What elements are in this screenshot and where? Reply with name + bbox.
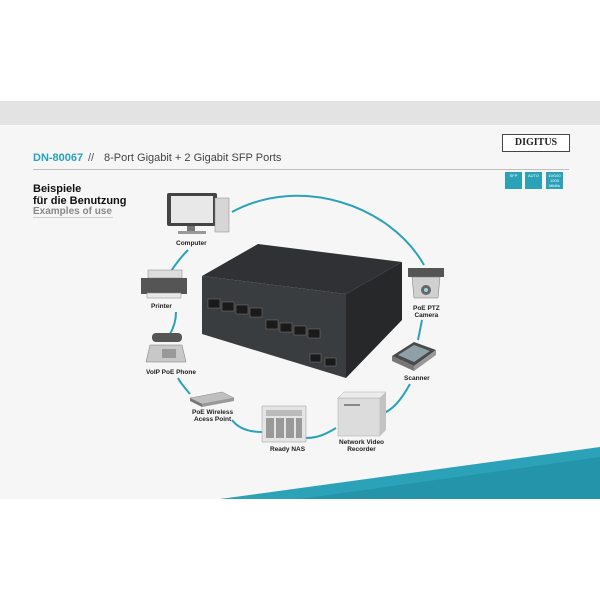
usage-rule: [33, 217, 113, 218]
speed-badge: 10/100 1000 Mbit/s: [546, 172, 563, 189]
label-nvr-line1: Network Video: [339, 439, 385, 446]
label-wireless-ap: PoE Wireless Acess Point: [192, 409, 233, 423]
switch-image: [202, 244, 402, 378]
label-nas: Ready NAS: [270, 446, 306, 453]
usage-title-de: Beispiele für die Benutzung: [33, 183, 127, 207]
link-camera-scanner: [417, 319, 423, 341]
link-scanner-nvr: [381, 383, 411, 415]
title-separator: //: [88, 152, 95, 164]
link-nas-ap: [231, 419, 263, 433]
label-nvr: Network Video Recorder: [339, 439, 384, 453]
access-point-icon: [189, 391, 235, 407]
teal-swoosh: [220, 447, 600, 499]
nvr-icon: [337, 391, 387, 437]
printer-icon: [141, 269, 187, 299]
usage-title-de-line2: für die Benutzung: [33, 195, 127, 207]
label-camera: PoE PTZ Camera: [413, 305, 440, 319]
label-wireless-ap-line2: Acess Point: [193, 416, 232, 423]
product-subtitle: 8-Port Gigabit + 2 Gigabit SFP Ports: [104, 152, 282, 164]
label-camera-line1: PoE PTZ: [413, 305, 440, 312]
camera-icon: [408, 268, 444, 299]
header-rule: [33, 169, 569, 170]
digitus-logo: DIGITUS: [502, 134, 570, 152]
top-band: [0, 101, 600, 125]
link-nvr-nas: [305, 427, 337, 439]
label-computer: Computer: [176, 240, 207, 247]
auto-badge: AUTO: [525, 172, 542, 189]
sfp-badge: SFP: [505, 172, 522, 189]
label-scanner: Scanner: [404, 375, 430, 382]
usage-title-en: Examples of use: [33, 206, 112, 217]
product-sku: DN-80067: [33, 152, 84, 164]
link-ap-phone: [177, 377, 191, 395]
label-camera-line2: Camera: [414, 312, 439, 319]
usage-title-de-line1: Beispiele: [33, 183, 82, 195]
label-wireless-ap-line1: PoE Wireless: [192, 409, 234, 416]
label-nvr-line2: Recorder: [347, 446, 376, 453]
label-voip-phone: VoIP PoE Phone: [146, 369, 196, 376]
nas-icon: [261, 405, 307, 443]
phone-icon: [145, 333, 187, 363]
link-phone-printer: [169, 311, 177, 335]
computer-icon: [167, 193, 230, 234]
link-computer-camera: [231, 194, 425, 266]
scanner-icon: [392, 342, 436, 371]
label-printer: Printer: [151, 303, 172, 310]
